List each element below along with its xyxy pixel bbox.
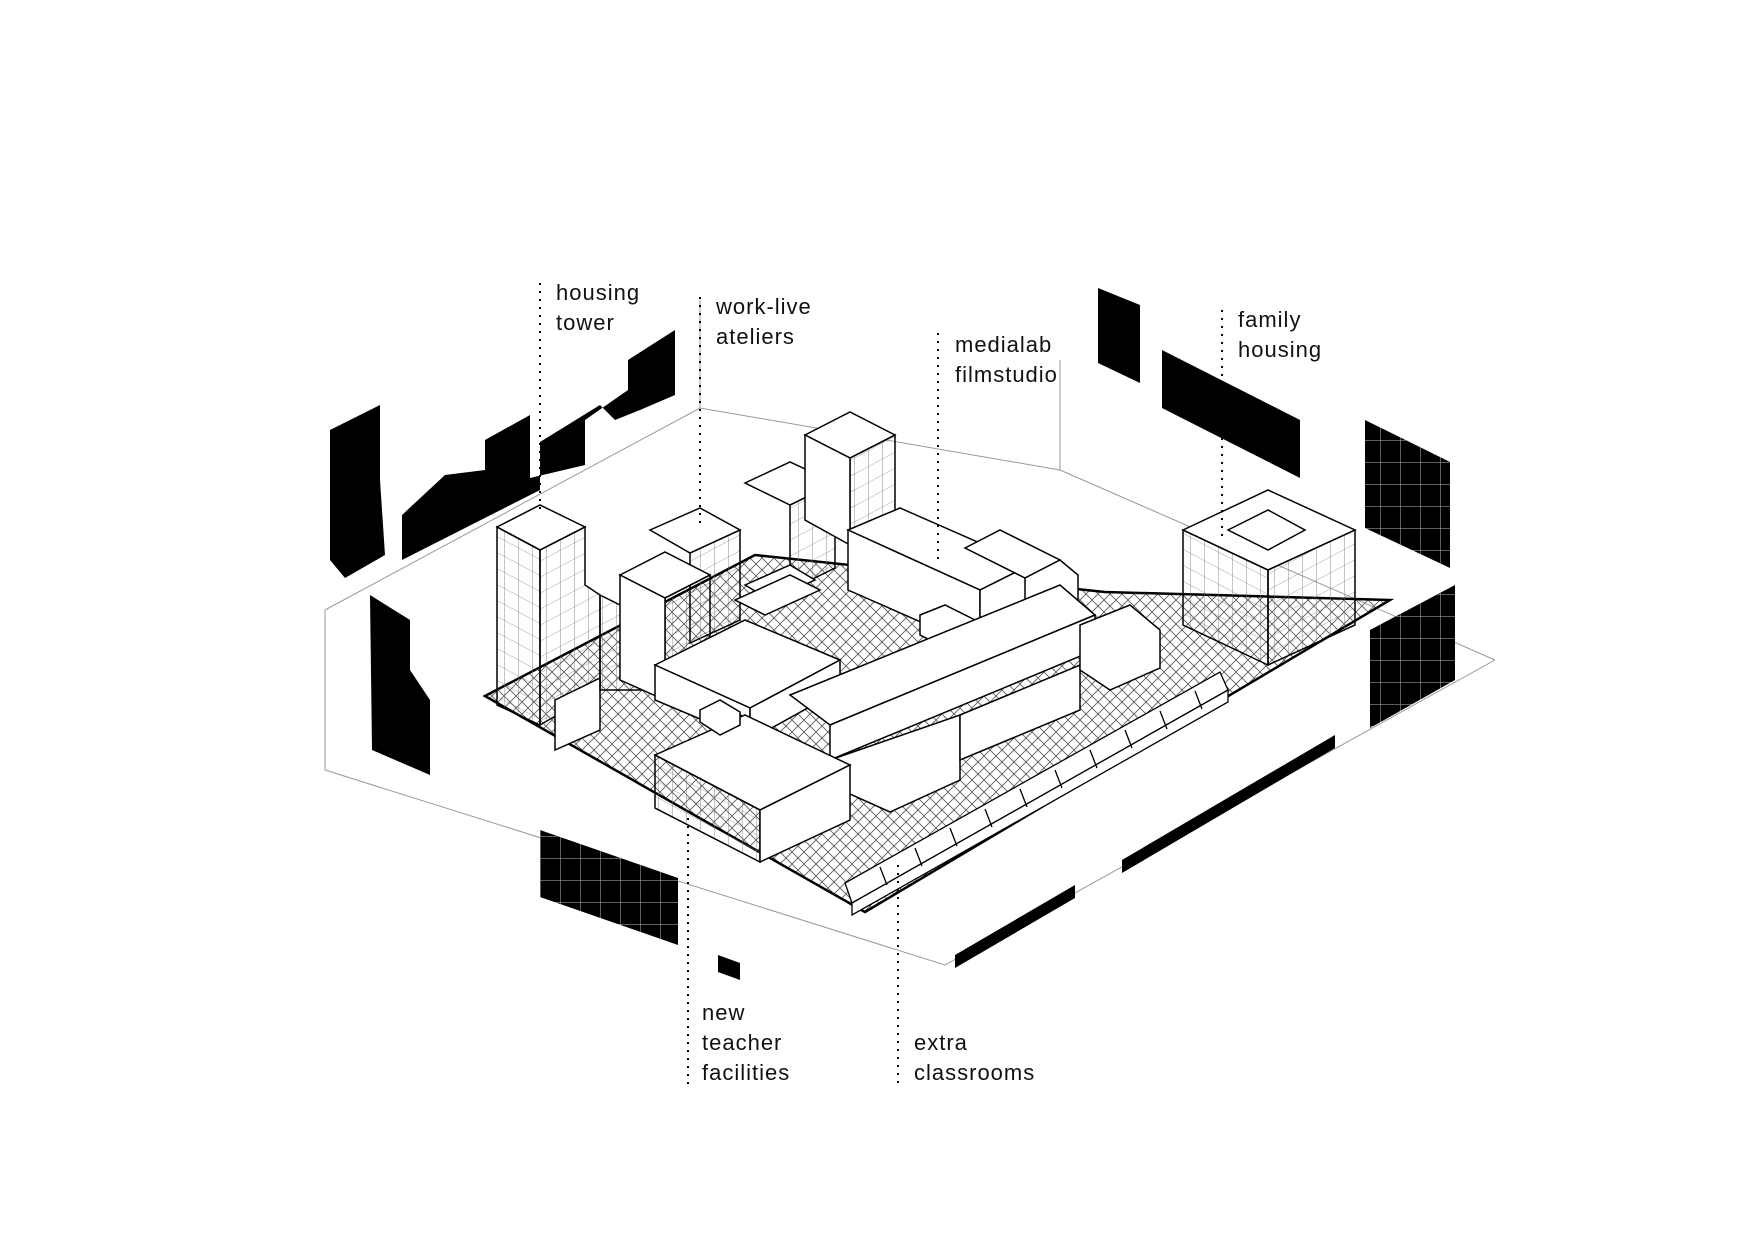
east-elevation bbox=[1365, 420, 1455, 728]
south-elevation bbox=[540, 735, 1335, 980]
north-west-elevation bbox=[330, 330, 675, 775]
north-east-elevation bbox=[1098, 288, 1300, 478]
leader-lines bbox=[539, 283, 1223, 1085]
label-new-teacher-facilities: new teacher facilities bbox=[702, 1000, 791, 1085]
central-school-building bbox=[653, 584, 1161, 813]
teacher-facilities-building bbox=[653, 699, 852, 864]
label-medialab-filmstudio: medialab filmstudio bbox=[955, 332, 1058, 387]
family-housing-building bbox=[1181, 489, 1357, 667]
label-housing-tower: housing tower bbox=[556, 280, 641, 335]
label-extra-classrooms: extra classrooms bbox=[914, 1030, 1036, 1085]
label-family-housing: family housing bbox=[1238, 307, 1323, 362]
extra-classrooms-row bbox=[844, 671, 1229, 917]
label-work-live-ateliers: work-live ateliers bbox=[716, 294, 812, 349]
